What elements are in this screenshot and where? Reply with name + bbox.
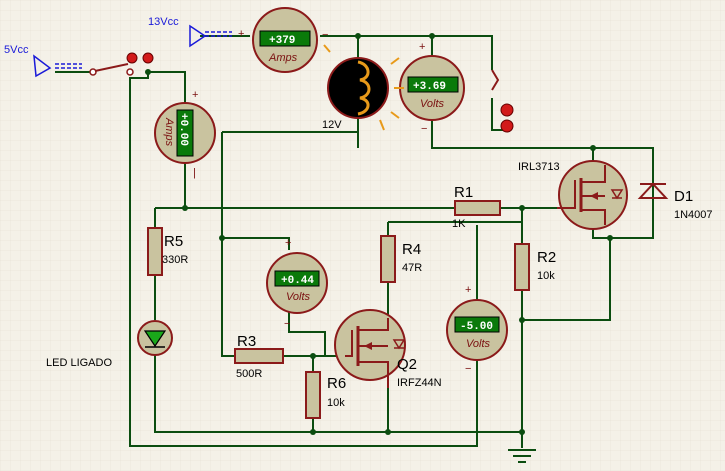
q2-name: Q2: [397, 356, 417, 373]
voltmeter-mid: +0.44 Volts + −: [266, 237, 328, 330]
source-5vcc-label: 5Vcc: [4, 44, 29, 56]
minus-sign: −: [284, 318, 290, 330]
plus-sign: +: [238, 28, 244, 40]
r4-name: R4: [402, 241, 421, 258]
voltmeter-right-unit: Volts: [466, 338, 491, 350]
diode-d1: D1 1N4007: [637, 180, 713, 221]
d1-part: 1N4007: [674, 209, 713, 221]
led-diode-icon: [143, 330, 167, 348]
voltmeter-lamp-display: [407, 76, 459, 93]
r2-name: R2: [537, 249, 556, 266]
voltmeter-right-value: -5.00: [460, 321, 493, 333]
relay-switch[interactable]: [491, 69, 514, 133]
voltmeter-right-display: [454, 316, 500, 333]
voltmeter-lamp-unit: Volts: [420, 98, 445, 110]
ammeter-left-value: +0.00: [177, 113, 189, 146]
ammeter-top-value: +379: [269, 35, 295, 47]
wires: [55, 35, 654, 448]
source-5vcc-arrow-icon: [33, 54, 52, 78]
voltmeter-mid-unit: Volts: [286, 291, 311, 303]
lamp: 12V: [322, 44, 404, 131]
voltmeter-mid-display: [274, 270, 320, 287]
source-5vcc-rail-icon: [55, 63, 82, 69]
voltmeter-mid-value: +0.44: [281, 275, 314, 287]
voltmeter-right: -5.00 Volts + −: [446, 284, 508, 375]
switch-lever-icon: [94, 63, 129, 72]
r5-name: R5: [164, 233, 183, 250]
diode-d1-icon: [637, 182, 669, 199]
r3-name: R3: [237, 333, 256, 350]
lamp-filament-icon: [357, 60, 371, 116]
minus-sign: −: [421, 123, 427, 135]
r4-value: 47R: [402, 262, 422, 274]
r6-name: R6: [327, 375, 346, 392]
q2-part: IRFZ44N: [397, 377, 442, 389]
junctions: [145, 33, 613, 435]
r6-value: 10k: [327, 397, 345, 409]
mosfet-irl3713: IRL3713: [518, 160, 628, 230]
relay-button-icon: [500, 103, 514, 117]
lamp-rays-icon: [323, 44, 404, 131]
resistor-r3: R3 500R: [234, 333, 284, 380]
switch[interactable]: [89, 52, 154, 76]
plus-sign: +: [465, 284, 471, 296]
ground-icon: [508, 449, 536, 463]
minus-sign: −: [465, 363, 471, 375]
voltmeter-lamp: +3.69 Volts + −: [399, 41, 465, 135]
r3-value: 500R: [236, 368, 262, 380]
source-13vcc-rail-icon: [205, 31, 232, 37]
lamp-bulb-icon: [327, 57, 389, 119]
minus-sign: |: [193, 167, 196, 179]
resistor-r4: R4 47R: [380, 235, 422, 283]
source-13vcc-arrow-icon: [189, 24, 207, 48]
ammeter-top-unit: Amps: [268, 52, 298, 64]
resistor-r1: R1 1K: [452, 184, 501, 230]
switch-button-icon: [126, 52, 138, 64]
resistor-r5: R5 330R: [147, 227, 188, 276]
minus-sign: −: [322, 29, 328, 41]
r1-value: 1K: [452, 218, 466, 230]
mosfet-q2: Q2 IRFZ44N: [334, 309, 442, 389]
plus-sign: +: [285, 237, 291, 249]
r1-name: R1: [454, 184, 473, 201]
ammeter-left-unit: Amps: [163, 117, 175, 147]
source-13vcc-label: 13Vcc: [148, 16, 179, 28]
ammeter-top-display: [259, 30, 311, 47]
led: LED LIGADO: [46, 320, 173, 369]
resistor-r2: R2 10k: [514, 243, 556, 291]
switch-button-icon: [142, 52, 154, 64]
ammeter-left: +0.00 Amps + |: [154, 89, 216, 179]
plus-sign: +: [192, 89, 198, 101]
plus-sign: +: [419, 41, 425, 53]
voltmeter-lamp-value: +3.69: [413, 81, 446, 93]
source-5vcc: 5Vcc: [4, 44, 82, 78]
relay-contact-icon: [491, 69, 500, 91]
led-label: LED LIGADO: [46, 357, 112, 369]
ammeter-top: +379 Amps + −: [238, 7, 328, 73]
r5-value: 330R: [162, 254, 188, 266]
d1-name: D1: [674, 188, 693, 205]
source-13vcc: 13Vcc: [148, 16, 232, 48]
ammeter-left-display: [176, 109, 194, 157]
irl3713-part: IRL3713: [518, 161, 560, 173]
lamp-label: 12V: [322, 119, 342, 131]
relay-button-icon: [500, 119, 514, 133]
r2-value: 10k: [537, 270, 555, 282]
resistor-r6: R6 10k: [305, 371, 346, 419]
